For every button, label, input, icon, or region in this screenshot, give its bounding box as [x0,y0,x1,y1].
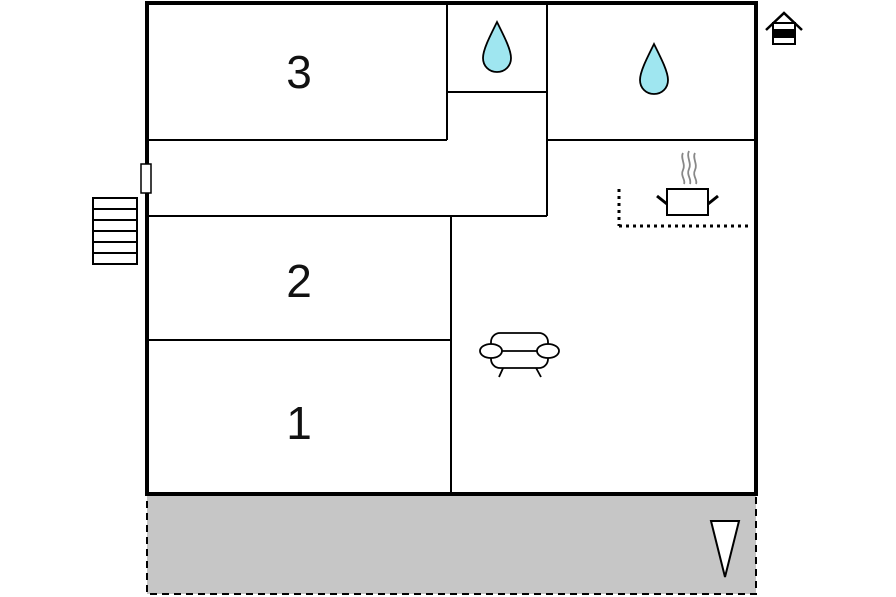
terrace-area [146,493,757,595]
compass-north-icon [709,520,741,578]
stairs-icon [92,197,138,265]
room-number-3: 3 [286,46,312,98]
entrance-door [140,163,152,194]
house-icon [765,11,803,45]
room-number-1: 1 [286,397,312,449]
interior-walls [147,3,756,494]
sofa-icon [479,332,560,378]
cooking-pot-icon [656,150,719,216]
water-drop-icon [482,19,512,73]
room-number-2: 2 [286,255,312,307]
water-drop-icon [639,41,669,95]
outer-walls [145,1,758,496]
kitchen-counter [617,189,752,228]
